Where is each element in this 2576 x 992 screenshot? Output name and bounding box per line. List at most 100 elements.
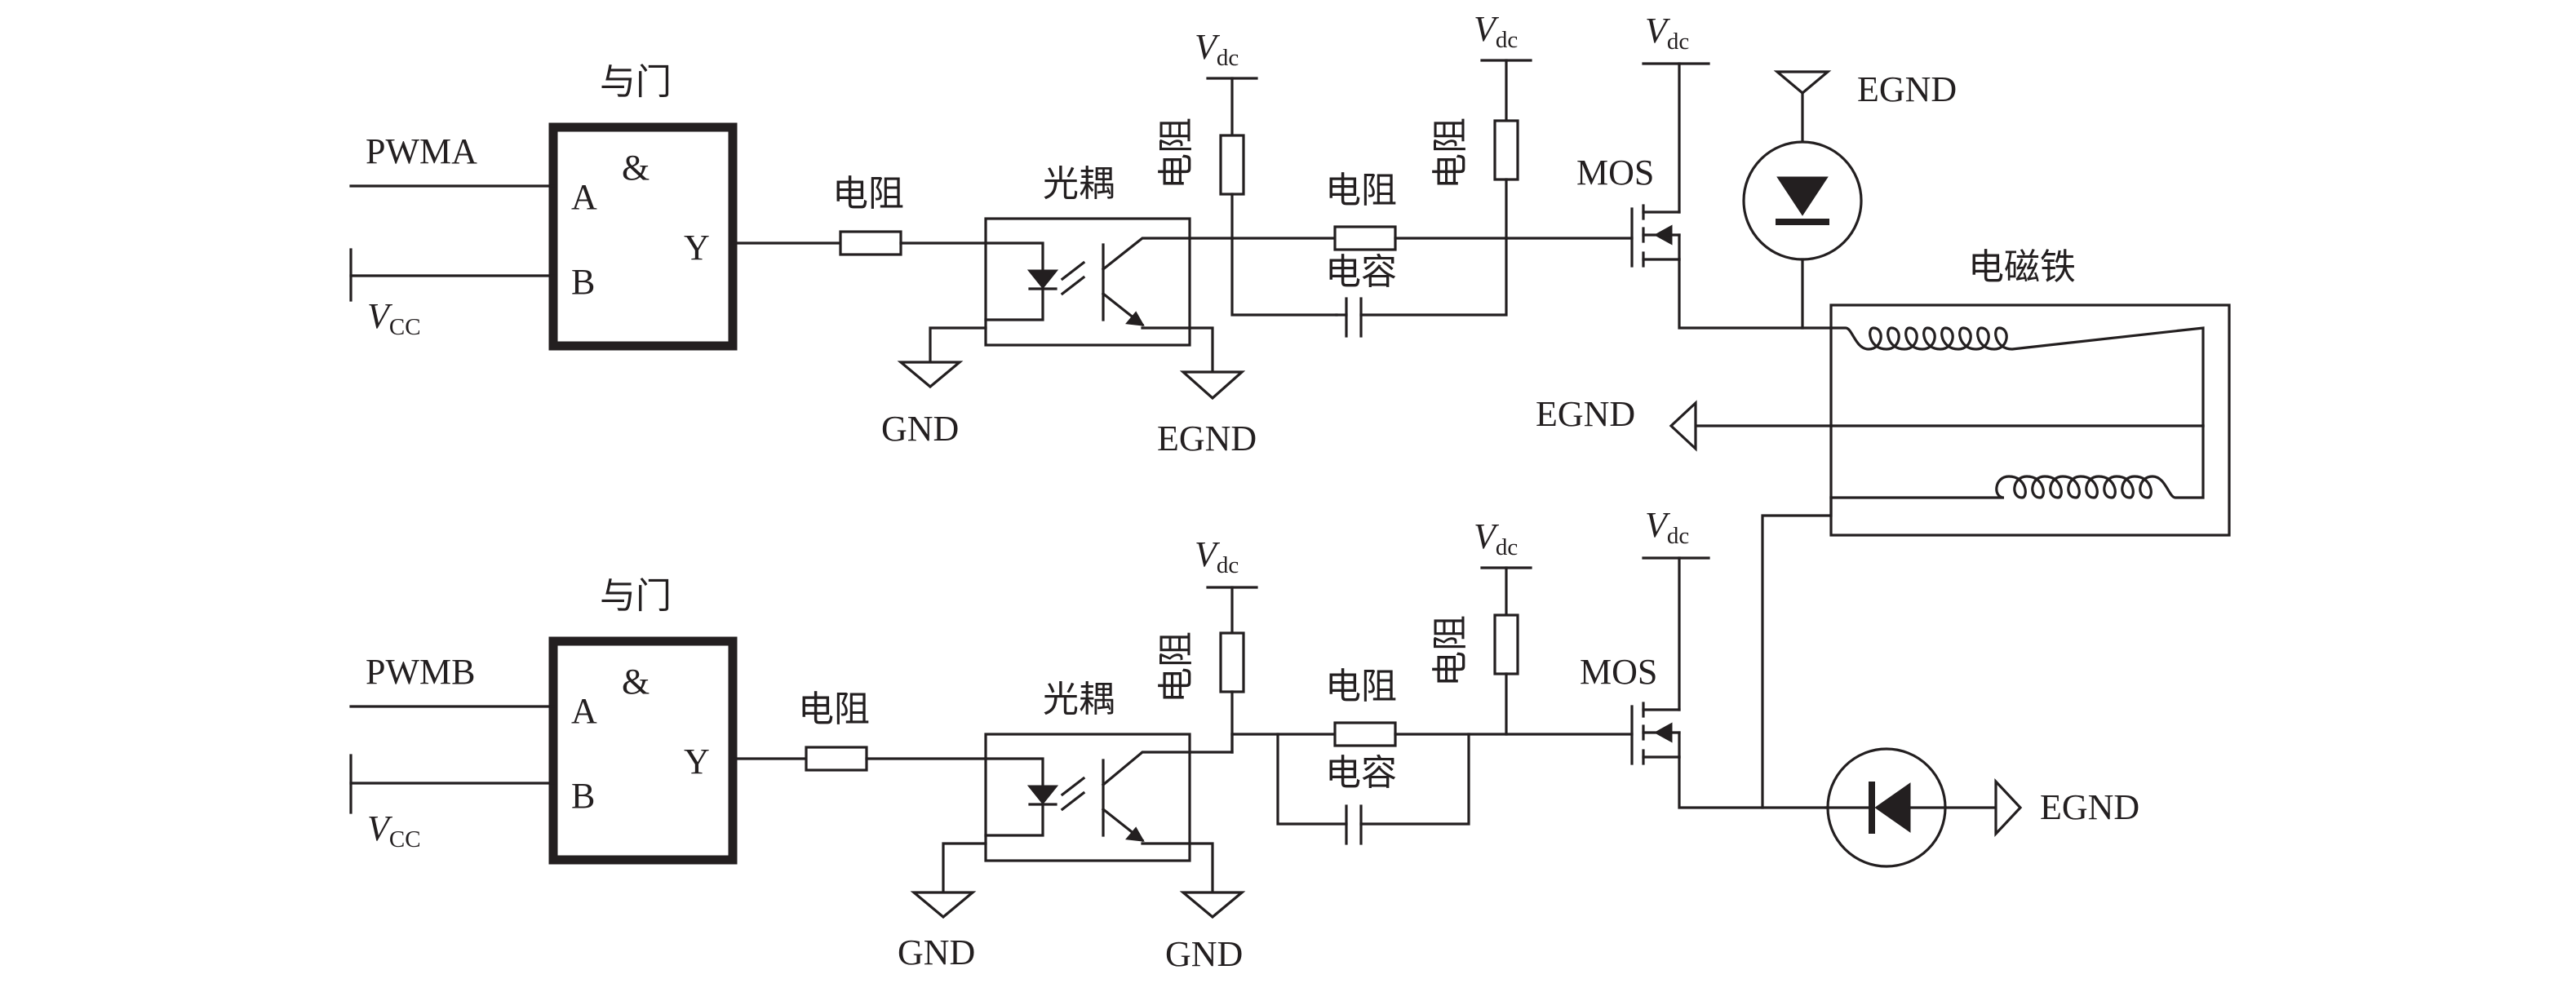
optocoupler-a: 光耦 bbox=[984, 163, 1191, 347]
coil-top-icon bbox=[1829, 326, 2205, 427]
capacitor-right-wire bbox=[1359, 733, 1470, 826]
input-resistor-label: 电阻 bbox=[798, 689, 870, 730]
channel-b: 与门 & A B Y PWMB VCC 电阻 光耦 bbox=[349, 496, 2139, 974]
ground-icon bbox=[910, 891, 977, 919]
optocoupler-label: 光耦 bbox=[1043, 679, 1115, 720]
diode-ground-label: EGND bbox=[2040, 787, 2139, 827]
mosfet-b: MOS bbox=[1580, 652, 1681, 765]
capacitor-label: 电容 bbox=[1325, 251, 1397, 293]
gnd-right-label: GND bbox=[1165, 934, 1243, 974]
gnd-left-wire bbox=[929, 326, 987, 364]
capacitor-left-wire bbox=[1276, 733, 1348, 826]
pullup-right-label: 电阻 bbox=[1430, 615, 1471, 687]
vdc-left-label: Vdc bbox=[1195, 534, 1239, 578]
pullup-right-label: 电阻 bbox=[1430, 117, 1471, 189]
optocoupler-label: 光耦 bbox=[1043, 163, 1115, 205]
emitter-arrow-icon bbox=[1125, 826, 1145, 842]
mos-source-wire bbox=[1678, 755, 1828, 809]
gnd-right-wire bbox=[1141, 326, 1214, 374]
vdc-mid-label: Vdc bbox=[1474, 9, 1518, 53]
mos-source-to-coil bbox=[1678, 258, 1833, 330]
and-gate-title: 与门 bbox=[600, 61, 672, 103]
and-gate-title: 与门 bbox=[600, 575, 672, 617]
ground-icon bbox=[1773, 70, 1832, 95]
electromagnet: 电磁铁 EGND bbox=[1536, 246, 2231, 537]
capacitor-right-wire bbox=[1359, 237, 1508, 317]
gnd-left-label: GND bbox=[898, 932, 975, 972]
phototransistor-collector bbox=[1101, 237, 1191, 272]
phototransistor-collector bbox=[1101, 751, 1234, 787]
pin-b-label: B bbox=[571, 776, 595, 816]
pullup-resistor-right bbox=[1493, 119, 1519, 181]
coil-bottom-lead bbox=[1761, 496, 1833, 809]
mos-label: MOS bbox=[1576, 153, 1654, 193]
gnd-right-label: EGND bbox=[1157, 418, 1257, 458]
pullup-resistor-left bbox=[1219, 631, 1245, 693]
and-symbol: & bbox=[622, 148, 650, 188]
pullup-resistor-left bbox=[1219, 134, 1245, 196]
coil-bottom-icon bbox=[1829, 424, 2205, 499]
pin-y-label: Y bbox=[684, 742, 710, 782]
ground-icon bbox=[897, 361, 964, 389]
and-gate-a: 与门 & A B Y bbox=[548, 61, 738, 351]
light-arrow-2 bbox=[1060, 275, 1086, 296]
led-anode-wire bbox=[984, 757, 1044, 788]
capacitor-label: 电容 bbox=[1325, 752, 1397, 794]
mosfet-a: MOS bbox=[1576, 153, 1681, 268]
emitter-arrow-icon bbox=[1125, 311, 1145, 326]
and-gate-body bbox=[548, 636, 738, 865]
and-symbol: & bbox=[622, 662, 650, 702]
light-arrow-1 bbox=[1060, 260, 1086, 281]
vdc-right-label: Vdc bbox=[1645, 11, 1689, 55]
pin-y-label: Y bbox=[684, 228, 710, 268]
input-resistor-label: 电阻 bbox=[832, 173, 904, 215]
ground-icon bbox=[1179, 891, 1246, 919]
series-resistor-a bbox=[1333, 225, 1397, 251]
gnd-left-wire bbox=[942, 842, 987, 894]
vdc-mid-label: Vdc bbox=[1474, 516, 1518, 560]
vdc-left-label: Vdc bbox=[1195, 27, 1239, 71]
channel-a: 与门 & A B Y PWMA VCC 电阻 光耦 bbox=[349, 9, 1957, 458]
led-cathode-wire bbox=[984, 287, 1044, 321]
gnd-left-label: GND bbox=[881, 409, 959, 449]
diode-ground-label: EGND bbox=[1857, 69, 1957, 109]
input-resistor-b bbox=[805, 746, 868, 772]
optocoupler-body bbox=[984, 217, 1191, 347]
series-resistor-b bbox=[1333, 721, 1397, 747]
vcc-label: VCC bbox=[367, 296, 421, 340]
optocoupler-b: 光耦 bbox=[984, 679, 1234, 862]
vdc-right-label: Vdc bbox=[1645, 505, 1689, 549]
input-signal-label: PWMB bbox=[366, 652, 475, 692]
light-arrow-1 bbox=[1060, 776, 1086, 797]
series-resistor-label: 电阻 bbox=[1325, 170, 1397, 211]
optocoupler-body bbox=[984, 733, 1191, 862]
pullup-resistor-right bbox=[1493, 613, 1519, 675]
led-icon bbox=[1026, 785, 1059, 805]
input-signal-label: PWMA bbox=[366, 131, 477, 171]
pullup-left-label: 电阻 bbox=[1155, 631, 1197, 703]
ground-icon bbox=[1669, 400, 1697, 452]
diode-icon bbox=[1874, 782, 1911, 833]
input-resistor-a bbox=[839, 230, 902, 256]
vcc-label: VCC bbox=[367, 808, 421, 852]
and-gate-b: 与门 & A B Y bbox=[548, 575, 738, 865]
led-anode-wire bbox=[984, 241, 1044, 272]
pin-b-label: B bbox=[571, 262, 595, 302]
pin-a-label: A bbox=[571, 177, 597, 217]
electromagnet-body bbox=[1829, 303, 2231, 537]
gnd-right-wire bbox=[1141, 842, 1214, 894]
mos-label: MOS bbox=[1580, 652, 1657, 692]
and-gate-body bbox=[548, 122, 738, 351]
led-icon bbox=[1026, 269, 1059, 290]
ground-icon bbox=[1179, 370, 1246, 401]
light-arrow-2 bbox=[1060, 790, 1086, 812]
led-cathode-wire bbox=[984, 803, 1044, 837]
center-ground-label: EGND bbox=[1536, 394, 1635, 434]
pin-a-label: A bbox=[571, 691, 597, 731]
capacitor-left-wire bbox=[1230, 237, 1338, 317]
diode-icon bbox=[1776, 176, 1829, 216]
electromagnet-label: 电磁铁 bbox=[1968, 246, 2076, 288]
ground-icon bbox=[1994, 777, 2023, 838]
series-resistor-label: 电阻 bbox=[1325, 666, 1397, 707]
